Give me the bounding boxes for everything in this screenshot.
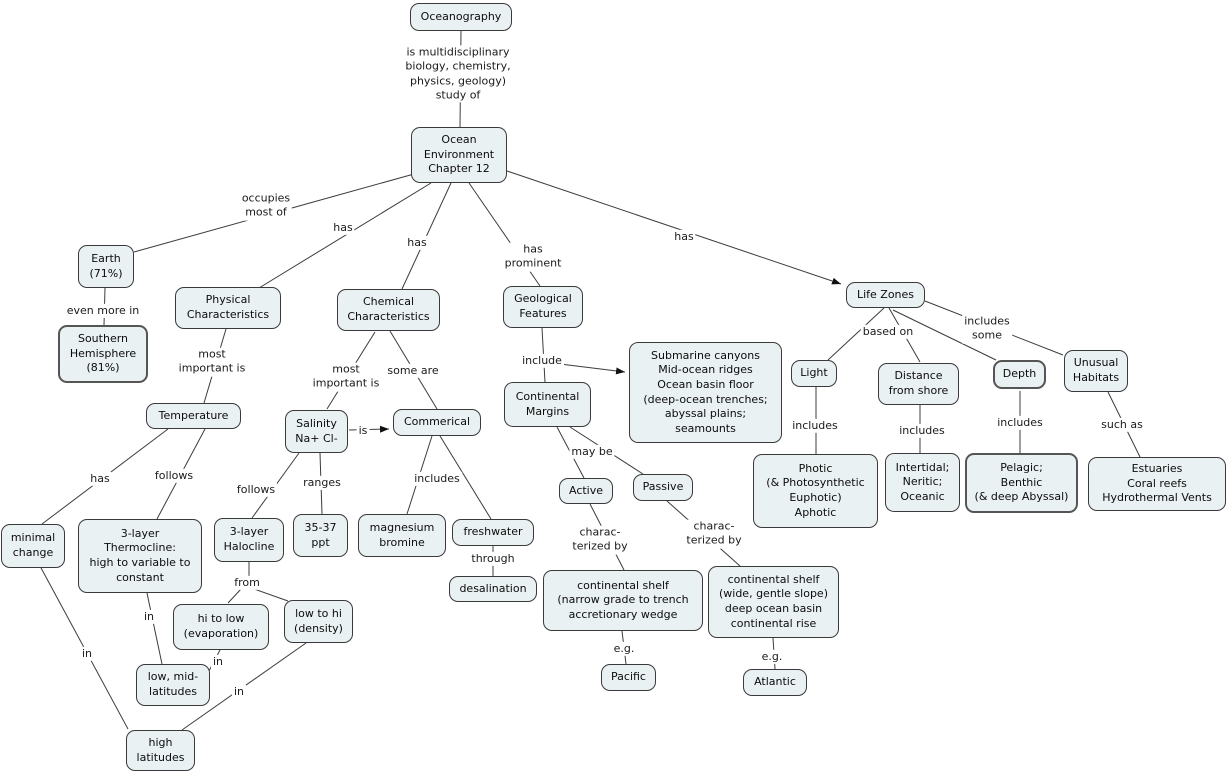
edge-oceanenv-lifezones <box>506 170 842 285</box>
edge-lifezones-depth <box>892 309 997 361</box>
node-pacific[interactable]: Pacific <box>601 664 656 691</box>
node-hi-to-low-evaporation[interactable]: hi to low (evaporation) <box>173 604 269 650</box>
label-is[interactable]: is <box>356 423 370 439</box>
label-ranges[interactable]: ranges <box>301 475 343 491</box>
label-in-minimal-high[interactable]: in <box>79 646 95 662</box>
edge-from-density <box>253 588 289 602</box>
label-includes-some[interactable]: includes some <box>962 314 1012 344</box>
node-southern-hemisphere[interactable]: Southern Hemisphere (81%) <box>58 325 148 383</box>
node-desalination[interactable]: desalination <box>449 576 537 602</box>
node-low-mid-latitudes[interactable]: low, mid- latitudes <box>136 664 210 706</box>
node-photic[interactable]: Photic (& Photosynthetic Euphotic) Aphot… <box>753 454 878 528</box>
label-has-life-zones[interactable]: has <box>672 229 696 245</box>
label-occupies-most-of[interactable]: occupies most of <box>239 191 293 221</box>
node-depth[interactable]: Depth <box>993 360 1046 389</box>
label-eg-pacific[interactable]: e.g. <box>611 641 637 657</box>
node-freshwater[interactable]: freshwater <box>452 519 534 546</box>
edge-from-evap <box>227 588 242 604</box>
label-has-minimal[interactable]: has <box>88 471 112 487</box>
label-in-thermo-lowmid[interactable]: in <box>141 609 157 625</box>
node-35-37-ppt[interactable]: 35-37 ppt <box>293 514 348 557</box>
node-life-zones[interactable]: Life Zones <box>846 282 925 308</box>
label-includes-distance[interactable]: includes <box>897 423 947 439</box>
node-continental-shelf-wide[interactable]: continental shelf (wide, gentle slope) d… <box>708 566 839 638</box>
node-low-to-hi-density[interactable]: low to hi (density) <box>284 600 353 643</box>
label-based-on[interactable]: based on <box>860 324 916 340</box>
node-intertidal[interactable]: Intertidal; Neritic; Oceanic <box>885 453 960 512</box>
node-estuaries[interactable]: Estuaries Coral reefs Hydrothermal Vents <box>1088 457 1226 511</box>
label-includes-light[interactable]: includes <box>790 418 840 434</box>
label-eg-atlantic[interactable]: e.g. <box>759 649 785 665</box>
edge-include-submarine <box>559 363 626 375</box>
node-light[interactable]: Light <box>791 360 837 387</box>
edge-oceanenv-physical <box>258 182 432 289</box>
node-physical-characteristics[interactable]: Physical Characteristics <box>175 287 281 329</box>
label-follows-halocline[interactable]: follows <box>234 482 278 498</box>
edge-thermocline-lowmid <box>146 592 163 665</box>
label-includes-depth[interactable]: includes <box>995 415 1045 431</box>
label-some-are[interactable]: some are <box>385 363 441 379</box>
node-earth[interactable]: Earth (71%) <box>78 245 134 288</box>
node-minimal-change[interactable]: minimal change <box>1 524 65 568</box>
node-thermocline[interactable]: 3-layer Thermocline: high to variable to… <box>78 519 202 593</box>
label-even-more-in[interactable]: even more in <box>64 303 142 319</box>
label-from[interactable]: from <box>232 575 262 591</box>
label-in-evap-lowmid[interactable]: in <box>210 654 226 670</box>
label-is-multidisciplinary[interactable]: is multidisciplinary biology, chemistry,… <box>403 45 513 103</box>
label-has-physical[interactable]: has <box>331 220 355 236</box>
node-commerical[interactable]: Commerical <box>393 409 481 436</box>
label-through[interactable]: through <box>469 551 517 567</box>
node-pelagic[interactable]: Pelagic; Benthic (& deep Abyssal) <box>965 453 1078 513</box>
edge-commerical-freshwater <box>439 435 492 520</box>
node-passive[interactable]: Passive <box>633 474 693 501</box>
label-include[interactable]: include <box>520 353 564 369</box>
label-in-density-high[interactable]: in <box>231 684 247 700</box>
edge-lifezones-light <box>827 307 885 361</box>
node-chemical-characteristics[interactable]: Chemical Characteristics <box>337 289 440 331</box>
node-active[interactable]: Active <box>559 478 613 504</box>
node-magnesium-bromine[interactable]: magnesium bromine <box>358 514 446 557</box>
node-continental-margins[interactable]: Continental Margins <box>504 382 591 427</box>
label-may-be[interactable]: may be <box>569 444 615 460</box>
node-halocline[interactable]: 3-layer Halocline <box>214 518 284 562</box>
label-most-important-is-physical[interactable]: most important is <box>176 347 248 377</box>
node-atlantic[interactable]: Atlantic <box>743 669 807 696</box>
node-distance-from-shore[interactable]: Distance from shore <box>878 363 959 405</box>
node-temperature[interactable]: Temperature <box>146 403 241 429</box>
node-salinity[interactable]: Salinity Na+ Cl- <box>285 410 348 453</box>
node-ocean-environment[interactable]: Ocean Environment Chapter 12 <box>411 127 507 183</box>
node-oceanography[interactable]: Oceanography <box>410 3 512 31</box>
label-charac-active[interactable]: charac- terized by <box>570 525 630 555</box>
label-has-chemical[interactable]: has <box>405 235 429 251</box>
label-charac-passive[interactable]: charac- terized by <box>684 519 744 549</box>
label-such-as[interactable]: such as <box>1099 417 1145 433</box>
label-has-prominent[interactable]: has prominent <box>502 242 564 272</box>
node-unusual-habitats[interactable]: Unusual Habitats <box>1064 350 1128 392</box>
label-follows-thermocline[interactable]: follows <box>152 468 196 484</box>
label-includes-commerical[interactable]: includes <box>412 471 462 487</box>
node-high-latitudes[interactable]: high latitudes <box>126 730 195 771</box>
label-most-important-is-chemical[interactable]: most important is <box>310 362 382 392</box>
node-continental-shelf-narrow[interactable]: continental shelf (narrow grade to trenc… <box>543 570 703 631</box>
node-geological-features[interactable]: Geological Features <box>503 286 583 328</box>
node-submarine-canyons[interactable]: Submarine canyons Mid-ocean ridges Ocean… <box>629 342 782 443</box>
